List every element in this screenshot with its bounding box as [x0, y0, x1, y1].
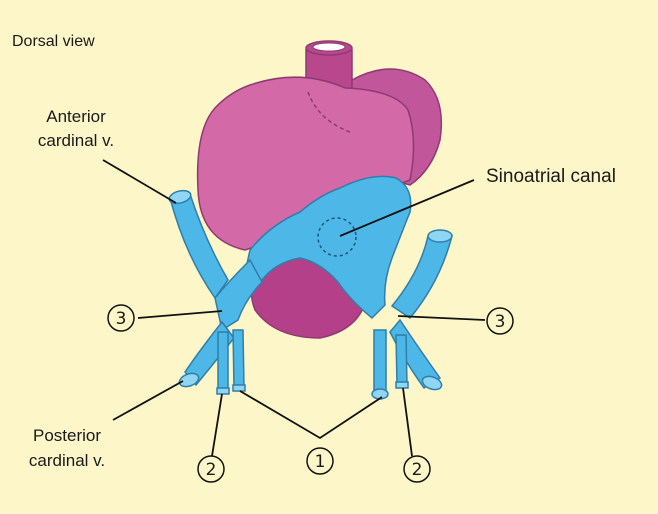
right-anterior-cardinal-opening — [427, 229, 453, 243]
left-common-cardinal-vein — [214, 258, 263, 332]
leader-anterior-cardinal — [102, 159, 177, 204]
right-umbilical-vein — [395, 334, 408, 386]
marker-right-3: 3 — [486, 307, 514, 335]
view-label: Dorsal view — [12, 33, 95, 50]
left-umbilical-vein — [217, 331, 229, 393]
heart-dashed-contour — [307, 91, 351, 133]
svg-text:3: 3 — [495, 312, 506, 332]
svg-text:2: 2 — [412, 460, 423, 480]
right-posterior-cardinal-opening — [421, 375, 443, 391]
anterior-cardinal-label-line1: Anterior — [46, 107, 106, 126]
marker-right-2: 2 — [403, 455, 431, 483]
leader-right-2 — [402, 387, 413, 457]
leader-left-2 — [211, 393, 223, 457]
svg-text:3: 3 — [116, 309, 127, 329]
sinoatrial-canal-label: Sinoatrial canal — [486, 166, 616, 187]
anterior-cardinal-label-line2: cardinal v. — [38, 131, 114, 150]
sinus-venosus-body — [238, 175, 412, 320]
leader-left-3 — [137, 310, 223, 319]
sinoatrial-canal-marker — [317, 217, 357, 257]
left-anterior-cardinal-vein — [169, 193, 229, 300]
left-vitelline-vein — [232, 329, 245, 389]
marker-left-2: 2 — [197, 455, 225, 483]
posterior-cardinal-label-line1: Posterior — [33, 426, 101, 445]
leader-right-3 — [397, 315, 486, 321]
leader-1 — [239, 390, 383, 440]
posterior-cardinal-label-line2: cardinal v. — [29, 451, 105, 470]
svg-text:1: 1 — [315, 452, 326, 472]
svg-text:2: 2 — [206, 460, 217, 480]
leader-lines — [102, 159, 486, 457]
marker-1: 1 — [306, 447, 334, 475]
leader-posterior-cardinal — [112, 380, 184, 421]
right-vitelline-vein — [373, 329, 387, 393]
marker-left-3: 3 — [107, 304, 135, 332]
sinus-venosus — [168, 175, 453, 400]
leader-sinoatrial-canal — [339, 179, 475, 237]
right-anterior-cardinal-vein — [390, 235, 453, 319]
